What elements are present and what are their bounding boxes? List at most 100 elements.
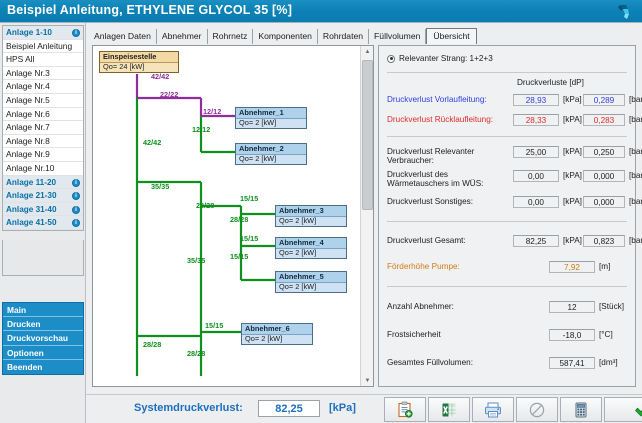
tab-rohrdaten[interactable]: Rohrdaten [318,29,370,44]
nav-item-optionen[interactable]: Optionen [3,345,83,360]
sidebar-item-hps-all[interactable]: HPS All [3,53,83,67]
sidebar-group-label: Anlage 31-40 [6,204,57,214]
sidebar-item-anlage-nr3[interactable]: Anlage Nr.3 [3,67,83,81]
sidebar-item-anlage-nr4[interactable]: Anlage Nr.4 [3,80,83,94]
value-bar-field[interactable]: 0,289 [583,94,625,106]
unit-kpa: [kPA] [563,115,582,124]
scroll-down-arrow-icon[interactable]: ▼ [361,375,373,386]
sidebar-item-anlage-nr6[interactable]: Anlage Nr.6 [3,108,83,122]
value-bar-field[interactable]: 0,283 [583,114,625,126]
info-badge-icon[interactable]: i [72,29,80,37]
node-title: Abnehmer_3 [279,206,324,215]
edge-label: 12/12 [192,125,211,134]
tab-komponenten[interactable]: Komponenten [253,29,318,44]
scrollbar-thumb[interactable] [362,60,373,210]
edge-label: 12/12 [203,107,222,116]
sidebar-group-anlage-41-50[interactable]: Anlage 41-50 i [3,216,83,230]
disabled-circle-slash-icon [529,402,545,417]
row-anzahl-abnehmer: Anzahl Abnehmer: 12 [Stück] [387,301,629,315]
node-einspeisestelle[interactable]: Einspeisestelle Qo= 24 [kW] [99,51,179,73]
value-kpa-field[interactable]: 28,33 [513,114,559,126]
info-badge-icon[interactable]: i [72,219,80,228]
unit-stueck: [Stück] [599,302,625,311]
bottom-bar: Systemdruckverlust: 82,25 [kPa] [86,394,642,423]
tab-fuellvolumen[interactable]: Füllvolumen [369,29,427,44]
node-subtitle: Qo= 2 [kW] [236,153,306,164]
node-abnehmer-3[interactable]: Abnehmer_3 Qo= 2 [kW] [275,205,347,227]
node-abnehmer-1[interactable]: Abnehmer_1 Qo= 2 [kW] [235,107,307,129]
value-bar-field[interactable]: 0,000 [583,196,625,208]
value-temp-field[interactable]: -18,0 [549,329,595,341]
node-abnehmer-4[interactable]: Abnehmer_4 Qo= 2 [kW] [275,237,347,259]
sidebar-item-beispiel-anleitung[interactable]: Beispiel Anleitung [3,40,83,54]
info-badge-icon[interactable]: i [72,205,80,214]
value-kpa-field[interactable]: 28,93 [513,94,559,106]
node-abnehmer-6[interactable]: Abnehmer_6 Qo= 2 [kW] [241,323,313,345]
value-m-field[interactable]: 7,92 [549,261,595,273]
value-bar-field[interactable]: 0,823 [583,235,625,247]
value-count-field[interactable]: 12 [549,301,595,313]
value-kpa-field[interactable]: 82,25 [513,235,559,247]
unit-celsius: [°C] [599,330,613,339]
sidebar-tree[interactable]: Anlage 1-10 i Beispiel Anleitung HPS All… [2,25,84,231]
node-subtitle: Qo= 2 [kW] [242,333,312,344]
disabled-action-button [516,397,558,422]
diagram-vertical-scrollbar[interactable]: ▲ ▼ [360,46,373,386]
tab-abnehmer[interactable]: Abnehmer [157,29,208,44]
results-panel: Relevanter Strang: 1+2+3 Druckverluste [… [378,45,642,387]
sidebar-item-anlage-nr9[interactable]: Anlage Nr.9 [3,148,83,162]
report-add-icon [398,401,413,418]
divider [387,136,627,137]
report-add-button[interactable] [384,397,426,422]
sidebar-group-anlage-31-40[interactable]: Anlage 31-40 i [3,202,83,217]
value-bar-field[interactable]: 0,000 [583,170,625,182]
print-button[interactable] [472,397,514,422]
tab-rohrnetz[interactable]: Rohrnetz [208,29,254,44]
nav-item-druckvorschau[interactable]: Druckvorschau [3,331,83,346]
value-kpa-field[interactable]: 25,00 [513,146,559,158]
sidebar-item-label: Anlage Nr.10 [6,162,55,173]
value-volume-field[interactable]: 587,41 [549,357,595,369]
sidebar-group-anlage-11-20[interactable]: Anlage 11-20 i [3,175,83,190]
sidebar-nav-menu: Main Drucken Druckvorschau Optionen Been… [2,302,84,375]
sidebar-item-label: Anlage Nr.6 [6,108,50,119]
row-label: Gesamtes Füllvolumen: [387,358,474,367]
excel-export-icon [442,403,456,416]
unit-bar: [bar] [629,147,642,156]
tab-uebersicht[interactable]: Übersicht [426,28,477,44]
print-icon [485,402,501,417]
node-abnehmer-5[interactable]: Abnehmer_5 Qo= 2 [kW] [275,271,347,293]
system-pressure-loss-value[interactable]: 82,25 [258,400,320,417]
node-title: Abnehmer_1 [239,108,284,117]
value-bar-field[interactable]: 0,250 [583,146,625,158]
nav-item-beenden[interactable]: Beenden [3,359,83,374]
relevant-strand-label: Relevanter Strang: 1+2+3 [399,54,493,63]
node-title: Abnehmer_4 [279,238,324,247]
edge-label: 15/15 [240,194,259,203]
nav-item-main[interactable]: Main [3,303,83,318]
edge-label: 28/28 [143,340,162,349]
radio-selected-icon[interactable] [387,54,395,63]
scroll-up-arrow-icon[interactable]: ▲ [361,46,373,59]
tab-anlagen-daten[interactable]: Anlagen Daten [89,29,157,44]
sidebar-item-label: Anlage Nr.4 [6,81,50,92]
sidebar-item-anlage-nr5[interactable]: Anlage Nr.5 [3,94,83,108]
confirm-button[interactable] [604,397,642,422]
info-badge-icon[interactable]: i [72,192,80,201]
sidebar-group-anlage-21-30[interactable]: Anlage 21-30 i [3,189,83,203]
edge-label: 15/15 [205,321,224,330]
sidebar-group-anlage-1-10[interactable]: Anlage 1-10 i [3,26,83,40]
sidebar-item-anlage-nr10[interactable]: Anlage Nr.10 [3,162,83,176]
info-badge-icon[interactable]: i [72,178,80,187]
node-abnehmer-2[interactable]: Abnehmer_2 Qo= 2 [kW] [235,143,307,165]
nav-item-drucken[interactable]: Drucken [3,317,83,332]
sidebar-item-anlage-nr7[interactable]: Anlage Nr.7 [3,121,83,135]
sidebar-item-label: Beispiel Anleitung [6,40,73,51]
relevant-strand-radio-row[interactable]: Relevanter Strang: 1+2+3 [387,54,493,63]
value-kpa-field[interactable]: 0,00 [513,170,559,182]
system-pressure-loss-unit: [kPa] [329,402,356,414]
calculator-button[interactable] [560,397,602,422]
value-kpa-field[interactable]: 0,00 [513,196,559,208]
excel-export-button[interactable] [428,397,470,422]
sidebar-item-anlage-nr8[interactable]: Anlage Nr.8 [3,135,83,149]
